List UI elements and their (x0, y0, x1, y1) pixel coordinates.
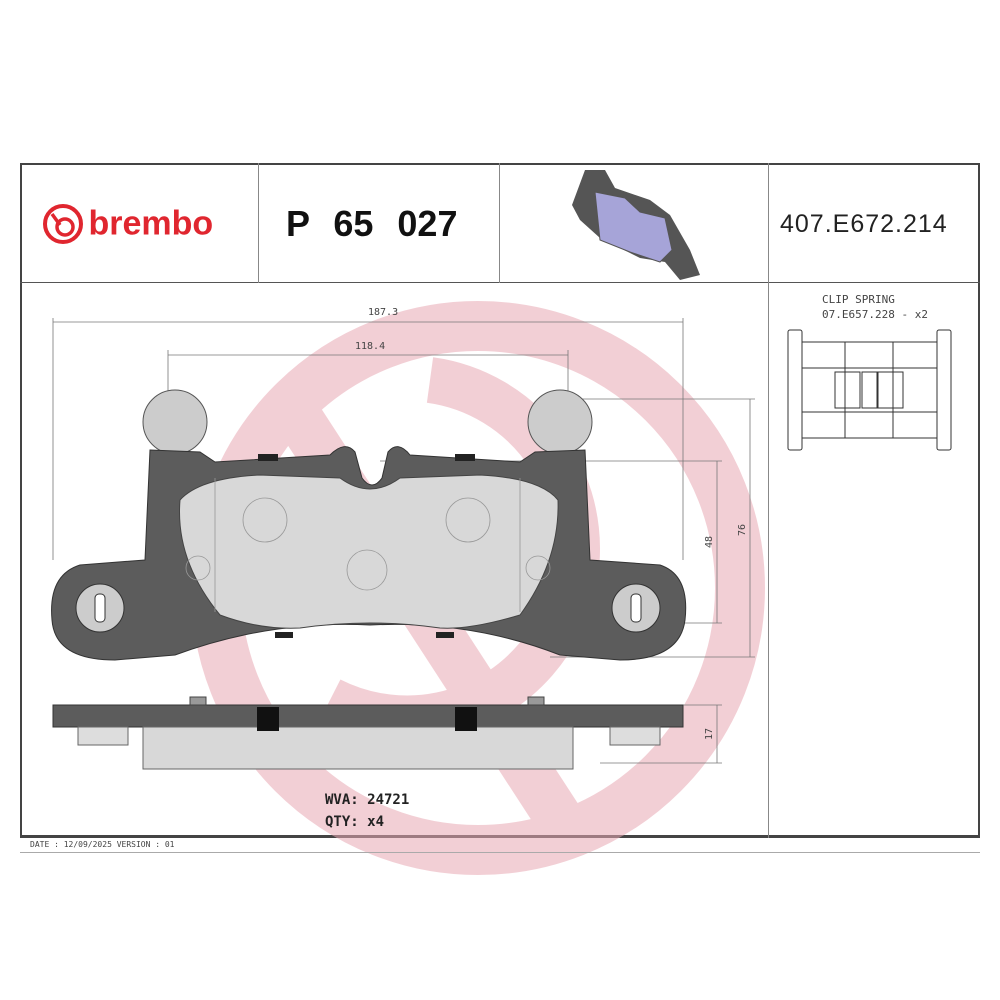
footer-line (20, 852, 980, 853)
brake-pad-thumbnail (572, 170, 700, 280)
brand-name: brembo (88, 204, 214, 243)
part-number: P 65 027 (286, 203, 458, 244)
brake-pad-front-view (51, 389, 687, 661)
divider (768, 163, 769, 838)
clip-spring-title: CLIP SPRING (822, 293, 895, 306)
dim-height-friction: 48 (704, 536, 715, 548)
header-divider (20, 282, 980, 283)
brembo-logo-icon (43, 204, 83, 244)
dim-height-total: 76 (737, 524, 748, 536)
dim-inner-width: 118.4 (355, 341, 385, 352)
wva-number: WVA: 24721 (325, 792, 410, 808)
dim-overall-width: 187.3 (368, 307, 398, 318)
divider (499, 163, 500, 283)
dim-thickness: 17 (704, 728, 715, 740)
clip-spring-drawing (787, 329, 952, 451)
date-version: DATE : 12/09/2025 VERSION : 01 (30, 840, 175, 849)
brembo-logo: brembo (42, 203, 213, 245)
clip-spring-code: 07.E657.228 - x2 (822, 308, 928, 321)
brake-pad-side-view (52, 696, 684, 770)
reference-code: 407.E672.214 (780, 210, 948, 238)
divider (258, 163, 259, 283)
quantity: QTY: x4 (325, 814, 385, 830)
